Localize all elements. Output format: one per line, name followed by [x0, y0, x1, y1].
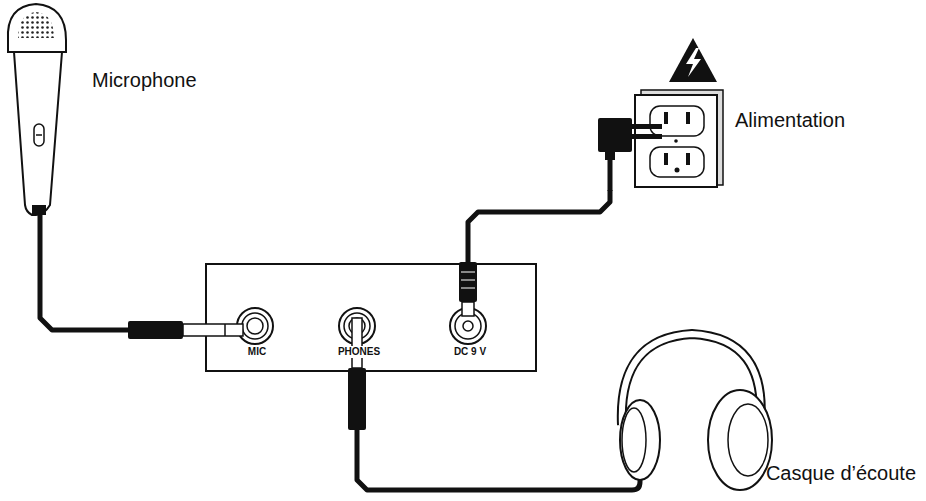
- device-label-box: Casque d’écoute: [600, 330, 921, 496]
- warning-symbol: [669, 38, 717, 82]
- device-label-box: Microphone: [5, 3, 305, 215]
- jack-label: DC 9 V: [452, 346, 488, 358]
- microphone-figure: [8, 4, 66, 215]
- jack-label: MIC: [246, 346, 268, 358]
- dc-plug: [459, 262, 477, 316]
- device-label-box: Alimentation: [596, 35, 916, 190]
- headphones-figure: [600, 334, 772, 490]
- connector-panel: MIC PHONES DC 9 V: [205, 263, 537, 372]
- cable: [357, 372, 600, 490]
- jack-label: PHONES: [336, 346, 382, 358]
- phones-plug: [348, 318, 366, 430]
- device-name: Microphone: [92, 69, 197, 92]
- power-adapter: [598, 118, 662, 191]
- device-name: Casque d’écoute: [766, 462, 916, 485]
- mic-plug: [128, 321, 243, 339]
- cable: [468, 190, 610, 263]
- device-name: Alimentation: [735, 109, 845, 132]
- cable: [40, 215, 205, 330]
